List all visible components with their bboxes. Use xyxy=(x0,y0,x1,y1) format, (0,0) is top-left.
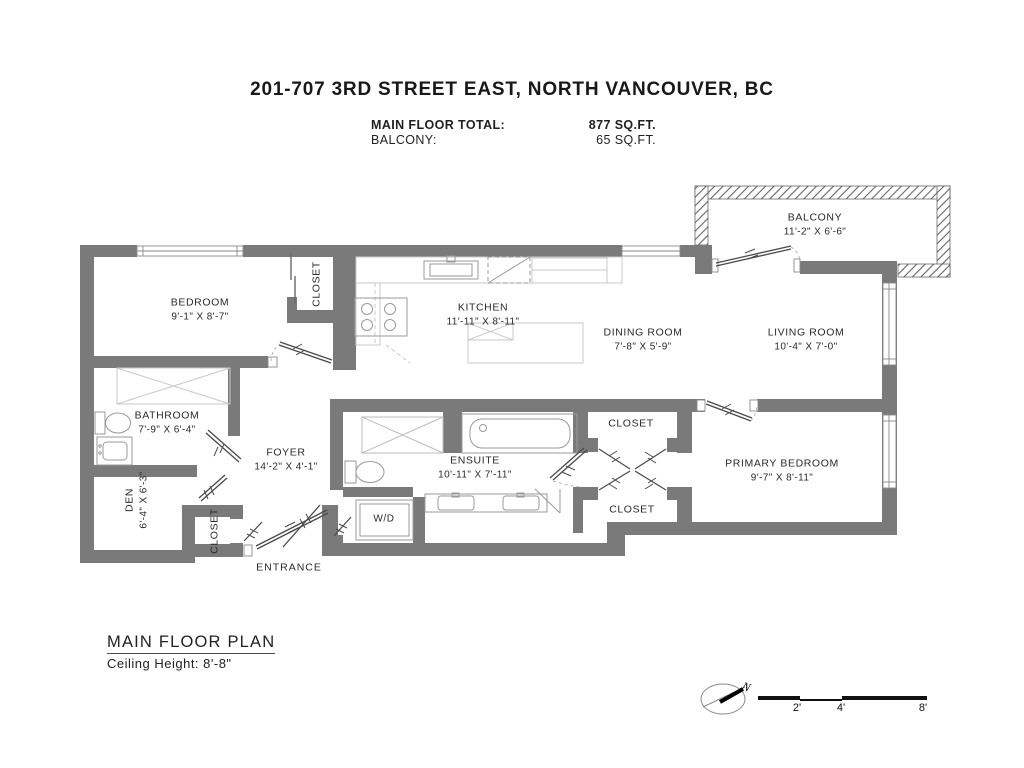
kitchen-island xyxy=(467,322,584,364)
stove xyxy=(354,297,408,337)
scale-tick-2ft: 2' xyxy=(792,702,802,714)
bedroom-closet-bypass-doors xyxy=(290,253,296,303)
room-label-bedroom-closet: CLOSET xyxy=(310,261,323,307)
scale-tick-4ft: 4' xyxy=(836,702,846,714)
area-summary-row: BALCONY: 65 SQ.FT. xyxy=(371,133,656,148)
kitchen-sink xyxy=(423,255,479,280)
fridge xyxy=(487,256,531,284)
room-label-bedroom: BEDROOM 9'-1" X 8'-7" xyxy=(170,296,230,323)
room-label-laundry: W/D xyxy=(373,513,395,525)
room-label-den: DEN 6'-4" X 6'-3" xyxy=(123,471,150,529)
bathroom-toilet xyxy=(94,411,131,435)
ensuite-door xyxy=(549,447,588,488)
ensuite-vanity xyxy=(424,492,548,513)
primary-bedroom-door xyxy=(705,400,758,422)
area-value: 65 SQ.FT. xyxy=(596,133,656,147)
entrance-label: ENTRANCE xyxy=(256,561,322,574)
linen-shelf xyxy=(534,488,561,514)
area-summary-row: MAIN FLOOR TOTAL: 877 SQ.FT. xyxy=(371,118,656,133)
living-room-window xyxy=(882,282,897,366)
bathroom-sink xyxy=(96,436,133,466)
plan-footer: MAIN FLOOR PLAN Ceiling Height: 8'-8" xyxy=(107,633,276,671)
balcony-door xyxy=(715,245,801,267)
room-label-living-room: LIVING ROOM 10'-4" X 7'-0" xyxy=(767,326,845,353)
plan-name: MAIN FLOOR PLAN xyxy=(107,633,276,654)
fixtures xyxy=(94,255,623,541)
ensuite-toilet xyxy=(344,460,385,484)
room-label-foyer: FOYER 14'-2" X 4'-1" xyxy=(254,446,318,473)
bathtub xyxy=(461,413,578,454)
balcony-walls xyxy=(694,185,951,278)
primary-closet-bottom-doors xyxy=(598,470,667,491)
room-label-primary-bedroom: PRIMARY BEDROOM 9'-7" X 8'-11" xyxy=(725,457,839,484)
room-label-dining-room: DINING ROOM 7'-8" X 5'-9" xyxy=(603,326,683,353)
area-label: MAIN FLOOR TOTAL: xyxy=(371,118,506,132)
room-label-balcony: BALCONY 11'-2" X 6'-6" xyxy=(783,211,847,238)
room-label-ensuite: ENSUITE 10'-11" X 7'-11" xyxy=(438,454,512,481)
ensuite-shower xyxy=(361,416,444,454)
bedroom-window xyxy=(136,245,244,257)
compass: N xyxy=(700,678,753,715)
area-value: 877 SQ.FT. xyxy=(588,118,656,132)
laundry-door xyxy=(333,516,352,537)
primary-bedroom-window xyxy=(882,414,897,489)
entry-closet-door xyxy=(243,521,263,542)
den-door xyxy=(198,474,228,502)
room-label-primary-closet-top: CLOSET xyxy=(608,417,654,430)
room-label-bathroom: BATHROOM 7'-9" X 6'-4" xyxy=(134,409,200,436)
windows xyxy=(136,245,897,557)
walls xyxy=(80,245,897,563)
washer-dryer xyxy=(355,499,414,541)
room-label-primary-closet-bottom: CLOSET xyxy=(609,503,655,516)
bathroom-door xyxy=(205,429,242,463)
primary-closet-top-doors xyxy=(598,448,667,470)
scale-bar xyxy=(758,696,927,701)
ceiling-height: Ceiling Height: 8'-8" xyxy=(107,656,232,671)
bed xyxy=(116,367,231,405)
scale-tick-8ft: 8' xyxy=(918,702,928,714)
room-label-kitchen: KITCHEN 11'-11" X 8'-11" xyxy=(446,301,520,328)
page-title: 201-707 3RD STREET EAST, NORTH VANCOUVER… xyxy=(250,79,774,100)
dining-window xyxy=(621,245,681,257)
entrance-doors xyxy=(255,504,329,550)
area-summary: MAIN FLOOR TOTAL: 877 SQ.FT. BALCONY: 65… xyxy=(371,118,656,148)
bedroom-door xyxy=(270,341,333,364)
room-label-entry-closet: CLOSET xyxy=(208,508,221,554)
doors xyxy=(198,245,801,550)
area-label: BALCONY: xyxy=(371,133,437,147)
